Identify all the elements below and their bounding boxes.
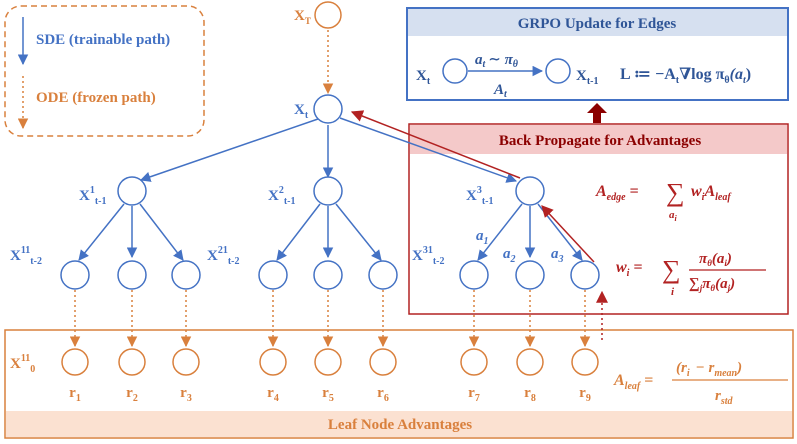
leaf-node-8 — [516, 348, 544, 376]
grpo-title: GRPO Update for Edges — [518, 16, 677, 32]
weight-sum-index: i — [671, 286, 675, 298]
leaf-box: Leaf Node Advantages Aleaf= (ri− rmean) … — [4, 329, 794, 439]
leaf-node-3 — [172, 348, 200, 376]
label-x11-0: X110 — [10, 353, 35, 375]
label-x21-t-2: X21t-2 — [207, 245, 240, 267]
backprop-arrow-to-root — [350, 110, 521, 179]
weight-formula-lhs: wi= — [616, 259, 643, 279]
node-l2-9 — [570, 260, 600, 290]
leaf-title: Leaf Node Advantages — [328, 417, 472, 433]
label-x-T: XT — [294, 8, 311, 26]
grpo-node-xt-label: Xt — [416, 68, 431, 87]
reward-labels: r1 r2 r3 r4 r5 r6 r7 r8 r9 — [69, 385, 591, 404]
node-l2-8 — [515, 260, 545, 290]
node-x3-t-1 — [515, 176, 545, 206]
reward-r1: r1 — [69, 385, 81, 404]
reward-r3: r3 — [180, 385, 192, 404]
label-x2-t-1: X2t-1 — [268, 185, 296, 207]
label-x11-t-2: X11t-2 — [10, 245, 42, 267]
node-l2-4 — [258, 260, 288, 290]
legend-box: SDE (trainable path) ODE (frozen path) — [4, 5, 205, 137]
legend-ode-label: ODE (frozen path) — [36, 90, 156, 106]
edge-sum-symbol: ∑ — [666, 178, 685, 207]
backprop-header — [410, 125, 787, 154]
leaf-node-6 — [369, 348, 397, 376]
backprop-arrows — [350, 110, 608, 340]
reward-r8: r8 — [524, 385, 536, 404]
legend-sde-label: SDE (trainable path) — [36, 32, 170, 48]
backprop-arrow-to-x3 — [541, 205, 595, 263]
grpo-policy-label: at∼ πθ — [475, 52, 519, 70]
reward-r6: r6 — [377, 385, 389, 404]
edge-sum-index: ai — [669, 209, 678, 223]
action-label-a3: a3 — [551, 246, 564, 265]
grpo-box: GRPO Update for Edges Xt Xt-1 at∼ πθ At … — [406, 7, 789, 101]
leaf-header — [6, 411, 792, 437]
node-x-T — [314, 1, 342, 29]
weight-denominator: ∑jπθ(aj) — [689, 276, 735, 293]
node-x-t — [313, 94, 343, 124]
label-x31-t-2: X31t-2 — [412, 245, 445, 267]
reward-r9: r9 — [579, 385, 591, 404]
node-l2-3 — [171, 260, 201, 290]
leaf-node-5 — [314, 348, 342, 376]
leaf-advantage-lhs: Aleaf= — [613, 372, 653, 392]
reward-r7: r7 — [468, 385, 480, 404]
node-x1-t-1 — [117, 176, 147, 206]
label-x3-t-1: X3t-1 — [466, 185, 494, 207]
leaf-node-1 — [61, 348, 89, 376]
leaf-advantage-denominator: rstd — [715, 388, 734, 407]
node-l2-7 — [459, 260, 489, 290]
grpo-header — [408, 9, 787, 36]
node-l2-2 — [117, 260, 147, 290]
leaf-node-9 — [571, 348, 599, 376]
edge-advantage-formula: Aedge= — [595, 183, 639, 203]
leaf-node-7 — [460, 348, 488, 376]
grpo-advantage-label: At — [493, 82, 508, 100]
grpo-node-xt-1-label: Xt-1 — [576, 68, 599, 87]
label-x1-t-1: X1t-1 — [79, 185, 107, 207]
edge-sum-body: wiAleaf — [691, 183, 732, 203]
node-l2-6 — [368, 260, 398, 290]
reward-r4: r4 — [267, 385, 279, 404]
tree-edges — [78, 117, 583, 261]
grpo-loss-formula: L ≔ −At∇log πθ(at) — [620, 66, 751, 86]
reward-r5: r5 — [322, 385, 334, 404]
action-label-a2: a2 — [503, 246, 516, 265]
leaf-node-4 — [259, 348, 287, 376]
weight-numerator: πθ(ai) — [699, 251, 732, 268]
node-l2-5 — [313, 260, 343, 290]
grpo-node-xt-1 — [545, 58, 571, 84]
node-labels: XT Xt X1t-1 X2t-1 X3t-1 X11t-2 X21t-2 X3… — [10, 8, 564, 375]
leaf-node-2 — [118, 348, 146, 376]
node-l2-1 — [60, 260, 90, 290]
backprop-box: Back Propagate for Advantages Aedge= ∑ a… — [408, 123, 789, 315]
leaf-advantage-numerator: (ri− rmean) — [676, 360, 742, 379]
backprop-title: Back Propagate for Advantages — [499, 133, 702, 149]
tree-nodes — [60, 1, 600, 376]
node-x2-t-1 — [313, 176, 343, 206]
grpo-node-xt — [442, 58, 468, 84]
reward-r2: r2 — [126, 385, 138, 404]
label-x-t: Xt — [294, 102, 309, 121]
weight-sum-symbol: ∑ — [662, 255, 681, 284]
ode-edges — [69, 30, 591, 348]
action-label-a1: a1 — [476, 228, 489, 247]
update-up-arrow — [587, 103, 607, 123]
